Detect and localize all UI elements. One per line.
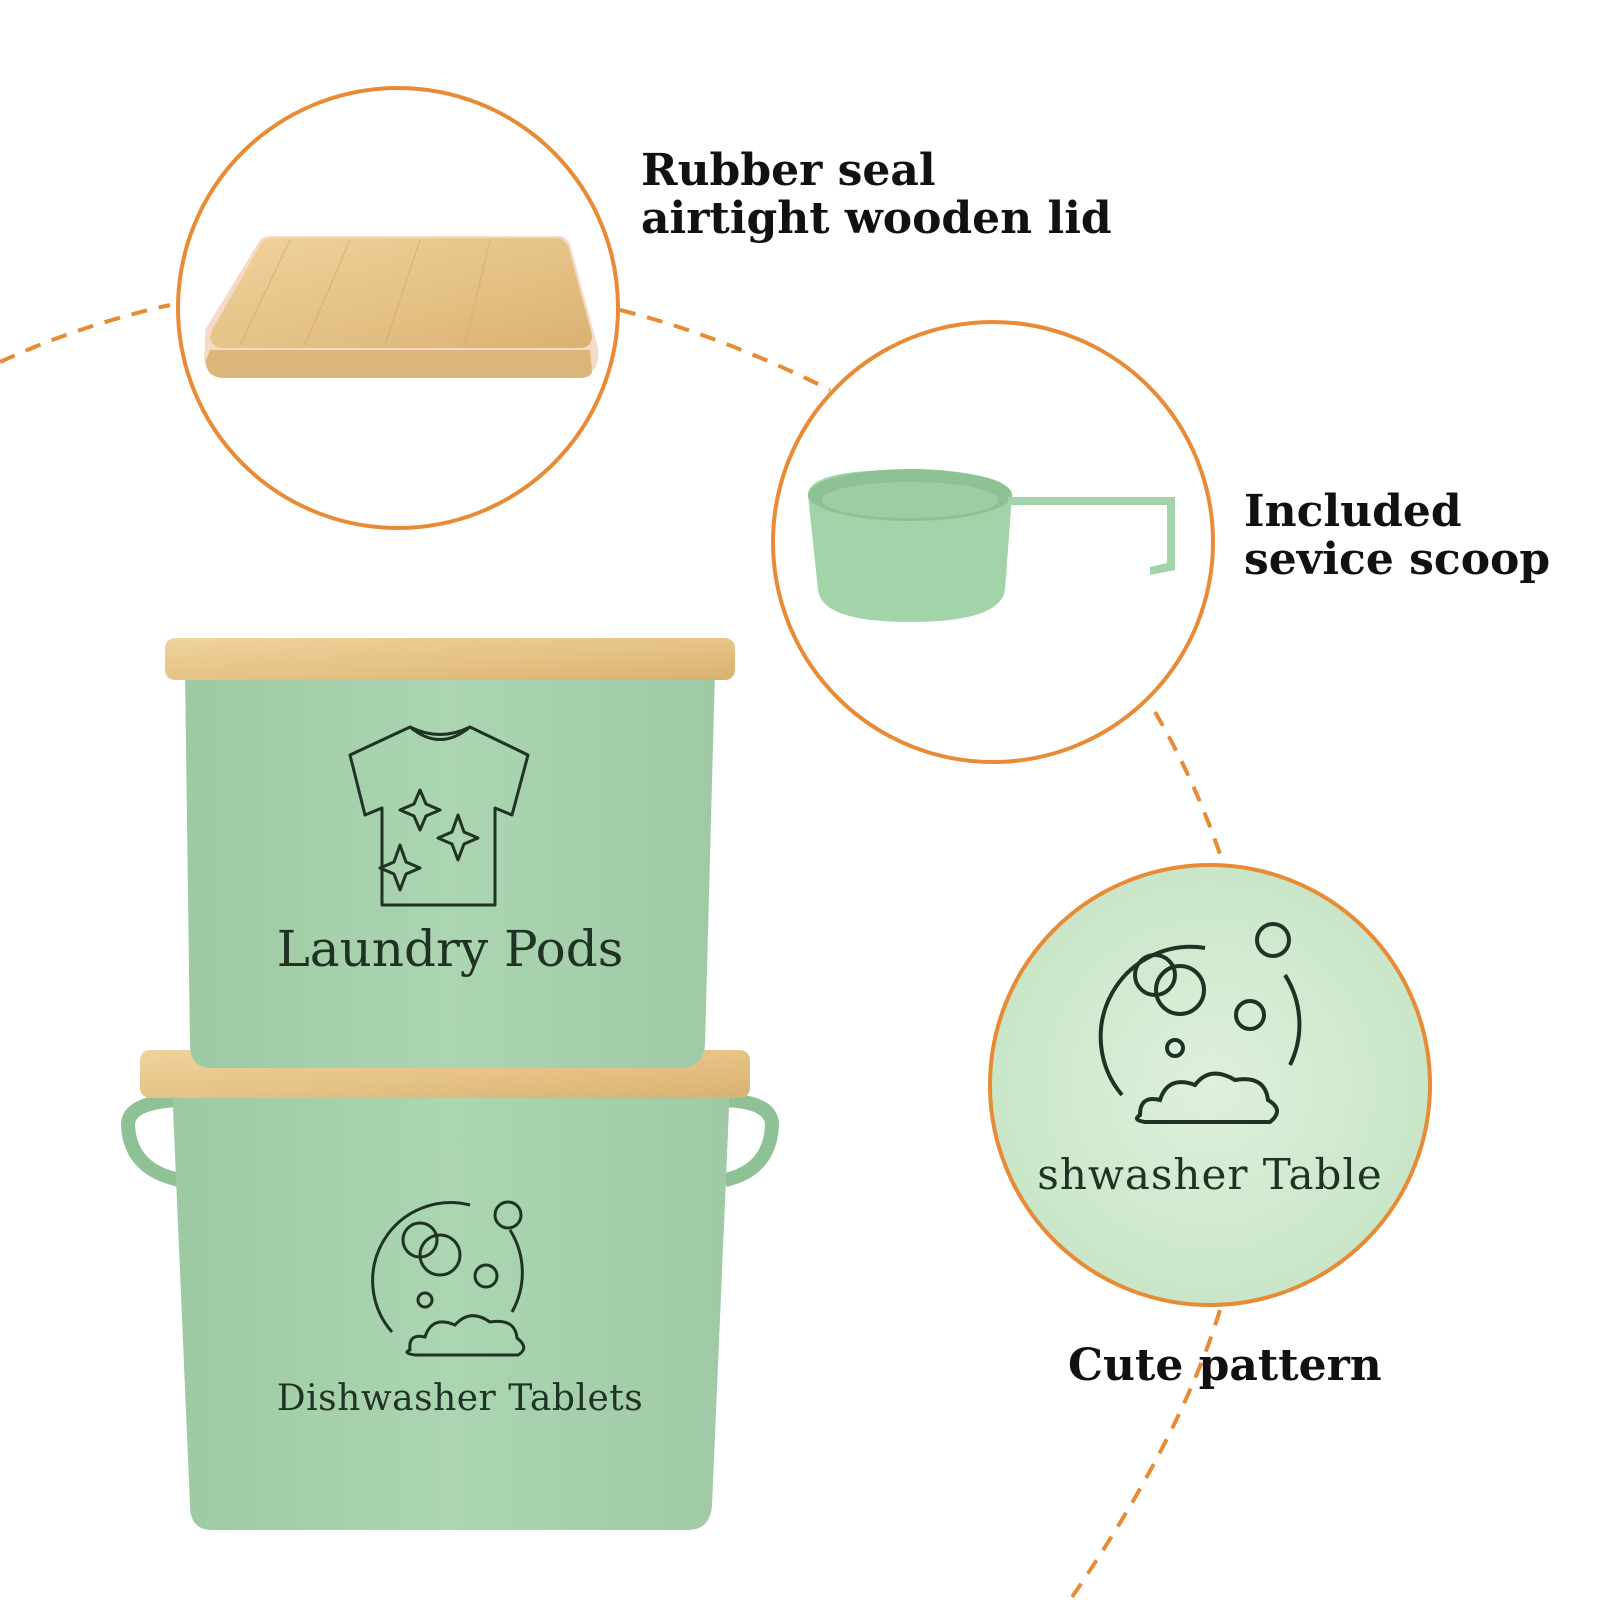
pattern-detail-circle	[988, 863, 1432, 1307]
dishwasher-tablets-label: Dishwasher Tablets	[276, 1378, 644, 1419]
lid-caption: Rubber seal airtight wooden lid	[641, 147, 1112, 243]
bubbles-icon	[1098, 922, 1302, 1124]
lid-caption-line-1: Rubber seal	[641, 145, 936, 196]
scoop-caption-line-1: Included	[1244, 486, 1462, 537]
dashed-connector	[0, 303, 1224, 1600]
laundry-pods-label: Laundry Pods	[276, 920, 624, 978]
lid-detail-circle	[176, 86, 620, 530]
top-box	[165, 638, 735, 1068]
scoop-icon	[808, 469, 1175, 622]
t-shirt-sparkle-icon	[348, 725, 530, 907]
pattern-caption-line-1: Cute pattern	[1068, 1340, 1382, 1391]
bubbles-icon	[371, 1200, 526, 1357]
scoop-caption-line-2: sevice scoop	[1244, 534, 1551, 585]
zoomed-pattern-label: shwasher Table	[1037, 1150, 1383, 1199]
wooden-lid-icon	[204, 236, 599, 378]
scoop-caption: Included sevice scoop	[1244, 488, 1550, 584]
lid-caption-line-2: airtight wooden lid	[641, 193, 1112, 244]
pattern-caption: Cute pattern	[1068, 1342, 1382, 1390]
scoop-detail-circle	[771, 320, 1215, 764]
bottom-box	[120, 1050, 780, 1530]
